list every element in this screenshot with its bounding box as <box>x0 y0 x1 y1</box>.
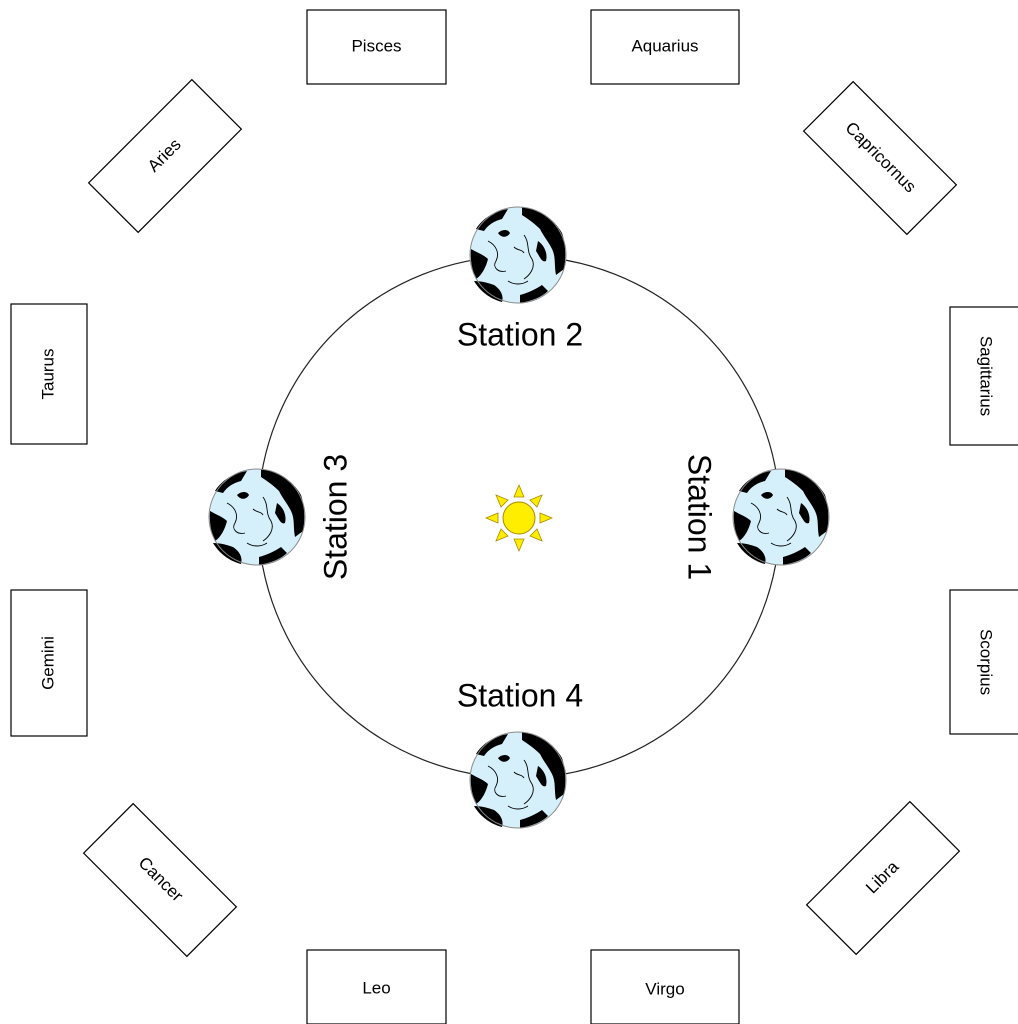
zodiac-box-cancer: Cancer <box>82 802 238 958</box>
sun-ray <box>513 483 525 498</box>
zodiac-box-scorpius: Scorpius <box>949 589 1018 735</box>
zodiac-box-capricornus: Capricornus <box>802 80 958 236</box>
sign-label-leo: Leo <box>362 978 390 997</box>
sign-label-scorpius: Scorpius <box>977 629 996 695</box>
sun-ray <box>495 528 509 542</box>
box-frame <box>10 589 88 737</box>
zodiac-box-aries: Aries <box>87 78 243 234</box>
box-frame <box>10 303 88 445</box>
sun-disc <box>502 501 536 535</box>
sign-label-sagittarius: Sagittarius <box>977 336 996 416</box>
sun-icon <box>484 483 554 553</box>
station-3-label: Station 3 <box>317 454 353 580</box>
box-frame <box>306 9 447 85</box>
station-4-label: Station 4 <box>457 677 583 713</box>
box-frame <box>87 78 243 234</box>
zodiac-box-libra: Libra <box>805 800 961 956</box>
box-frame <box>590 949 740 1024</box>
station-1-label: Station 1 <box>682 454 718 580</box>
box-frame <box>590 9 740 85</box>
earth-globe-icon-station-4 <box>469 731 567 829</box>
zodiac-box-taurus: Taurus <box>10 303 88 445</box>
sign-label-pisces: Pisces <box>351 36 401 55</box>
sign-label-aquarius: Aquarius <box>631 36 698 55</box>
sun-ray <box>495 494 509 508</box>
box-frame <box>805 800 961 956</box>
zodiac-box-leo: Leo <box>306 949 447 1024</box>
sign-label-virgo: Virgo <box>645 979 684 998</box>
zodiac-box-sagittarius: Sagittarius <box>949 306 1018 446</box>
box-frame <box>306 949 447 1024</box>
box-frame <box>949 589 1018 735</box>
sun-ray <box>529 494 543 508</box>
station-2-label: Station 2 <box>457 316 583 352</box>
zodiac-box-aquarius: Aquarius <box>590 9 740 85</box>
zodiac-box-virgo: Virgo <box>590 949 740 1024</box>
zodiac-box-pisces: Pisces <box>306 9 447 85</box>
earth-globe-icon-station-1 <box>732 468 830 566</box>
earth-globe-icon-station-3 <box>208 468 306 566</box>
box-frame <box>82 802 238 958</box>
box-frame <box>949 306 1018 446</box>
sign-label-gemini: Gemini <box>38 636 57 690</box>
sun-ray <box>539 512 554 524</box>
sun-ray <box>513 538 525 553</box>
sign-label-taurus: Taurus <box>38 348 57 399</box>
sun-ray <box>484 512 499 524</box>
earth-globe-icon-station-2 <box>469 206 567 304</box>
zodiac-box-gemini: Gemini <box>10 589 88 737</box>
sun-ray <box>529 528 543 542</box>
box-frame <box>802 80 958 236</box>
